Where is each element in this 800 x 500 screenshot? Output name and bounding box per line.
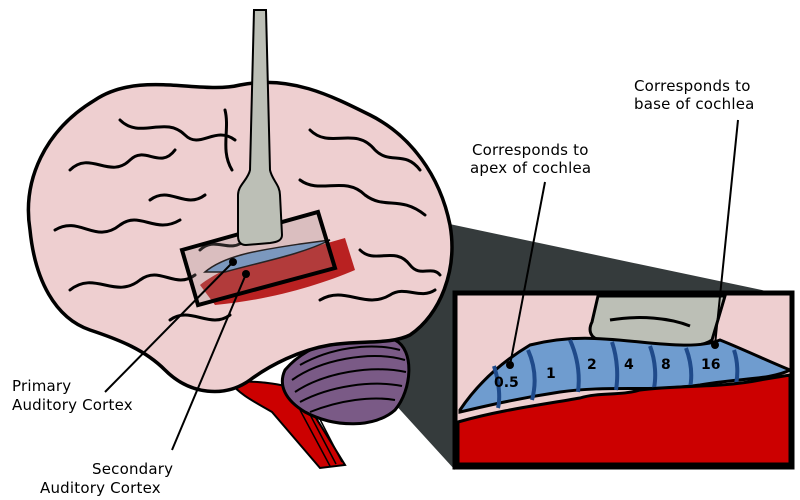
- band-label-0-5: 0.5: [494, 375, 519, 391]
- secondary-cortex-small: [200, 238, 355, 305]
- secondary-cortex-inset: [456, 373, 792, 466]
- band-label-8: 8: [661, 357, 671, 373]
- label-secondary-line1: Secondary: [92, 460, 174, 478]
- band-label-1: 1: [546, 366, 556, 382]
- leader-base: [714, 119, 739, 346]
- leader-apex: [509, 181, 546, 366]
- label-apex-line2: apex of cochlea: [470, 159, 592, 177]
- primary-cortex-inset: [458, 336, 794, 414]
- probe-electrode: [237, 9, 284, 247]
- band-label-16: 16: [701, 357, 721, 373]
- label-secondary-line2: Auditory Cortex: [40, 479, 161, 497]
- band-label-2: 2: [587, 357, 597, 373]
- brainstem: [228, 380, 347, 470]
- leader-primary: [104, 261, 234, 393]
- band-label-4: 4: [624, 357, 634, 373]
- label-primary-line1: Primary: [12, 377, 72, 395]
- label-primary-line2: Auditory Cortex: [12, 396, 133, 414]
- inset-content: [456, 294, 794, 466]
- label-base-line2: base of cochlea: [634, 95, 755, 113]
- label-apex-line1: Corresponds to: [472, 141, 589, 159]
- leader-secondary: [171, 273, 247, 451]
- label-base-line1: Corresponds to: [634, 77, 751, 95]
